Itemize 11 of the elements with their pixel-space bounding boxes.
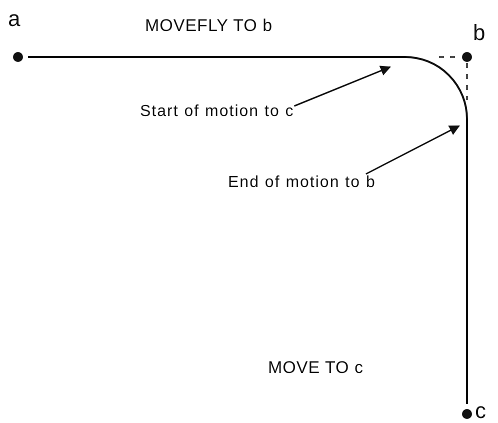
leader-line bbox=[294, 66, 391, 107]
leader-line bbox=[366, 125, 460, 175]
annotation-text: End of motion to b bbox=[228, 174, 376, 192]
motion-command-label: MOVEFLY TO b bbox=[145, 16, 273, 36]
motion-path bbox=[28, 56, 468, 404]
point-label: a bbox=[8, 8, 20, 30]
dashed-guide-line bbox=[466, 63, 468, 100]
annotation-text: Start of motion to c bbox=[140, 103, 294, 121]
motion-command-label: MOVE TO c bbox=[268, 358, 364, 378]
point-label: b bbox=[473, 22, 486, 44]
point-label: c bbox=[475, 400, 486, 422]
